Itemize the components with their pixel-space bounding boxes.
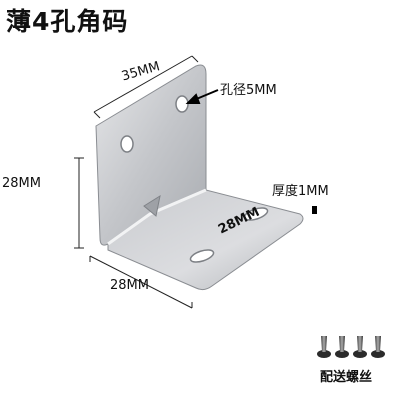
screw-icon: [371, 336, 385, 358]
thickness-marker: [312, 206, 317, 214]
slot-hole-right: [243, 207, 269, 221]
slot-hole-left: [189, 249, 215, 263]
screw-icon: [353, 336, 367, 358]
dimension-bottom-width: 28MM: [110, 278, 149, 293]
dimension-vertical-height: 28MM: [2, 176, 41, 191]
product-title: 薄4孔角码: [6, 7, 129, 36]
dimension-thickness: 厚度1MM: [272, 184, 329, 199]
dimension-lines: [74, 55, 199, 309]
screw-icon: [335, 336, 349, 358]
hole-pointer-arrow: [185, 89, 219, 104]
screws-caption: 配送螺丝: [320, 370, 373, 385]
screw-icon: [317, 336, 331, 358]
stiffening-rib: [143, 194, 161, 217]
dimension-hole-diameter: 孔径5MM: [220, 83, 277, 98]
hole-lower: [120, 135, 134, 153]
screws-group: [317, 336, 385, 358]
bend-edge: [107, 188, 207, 246]
